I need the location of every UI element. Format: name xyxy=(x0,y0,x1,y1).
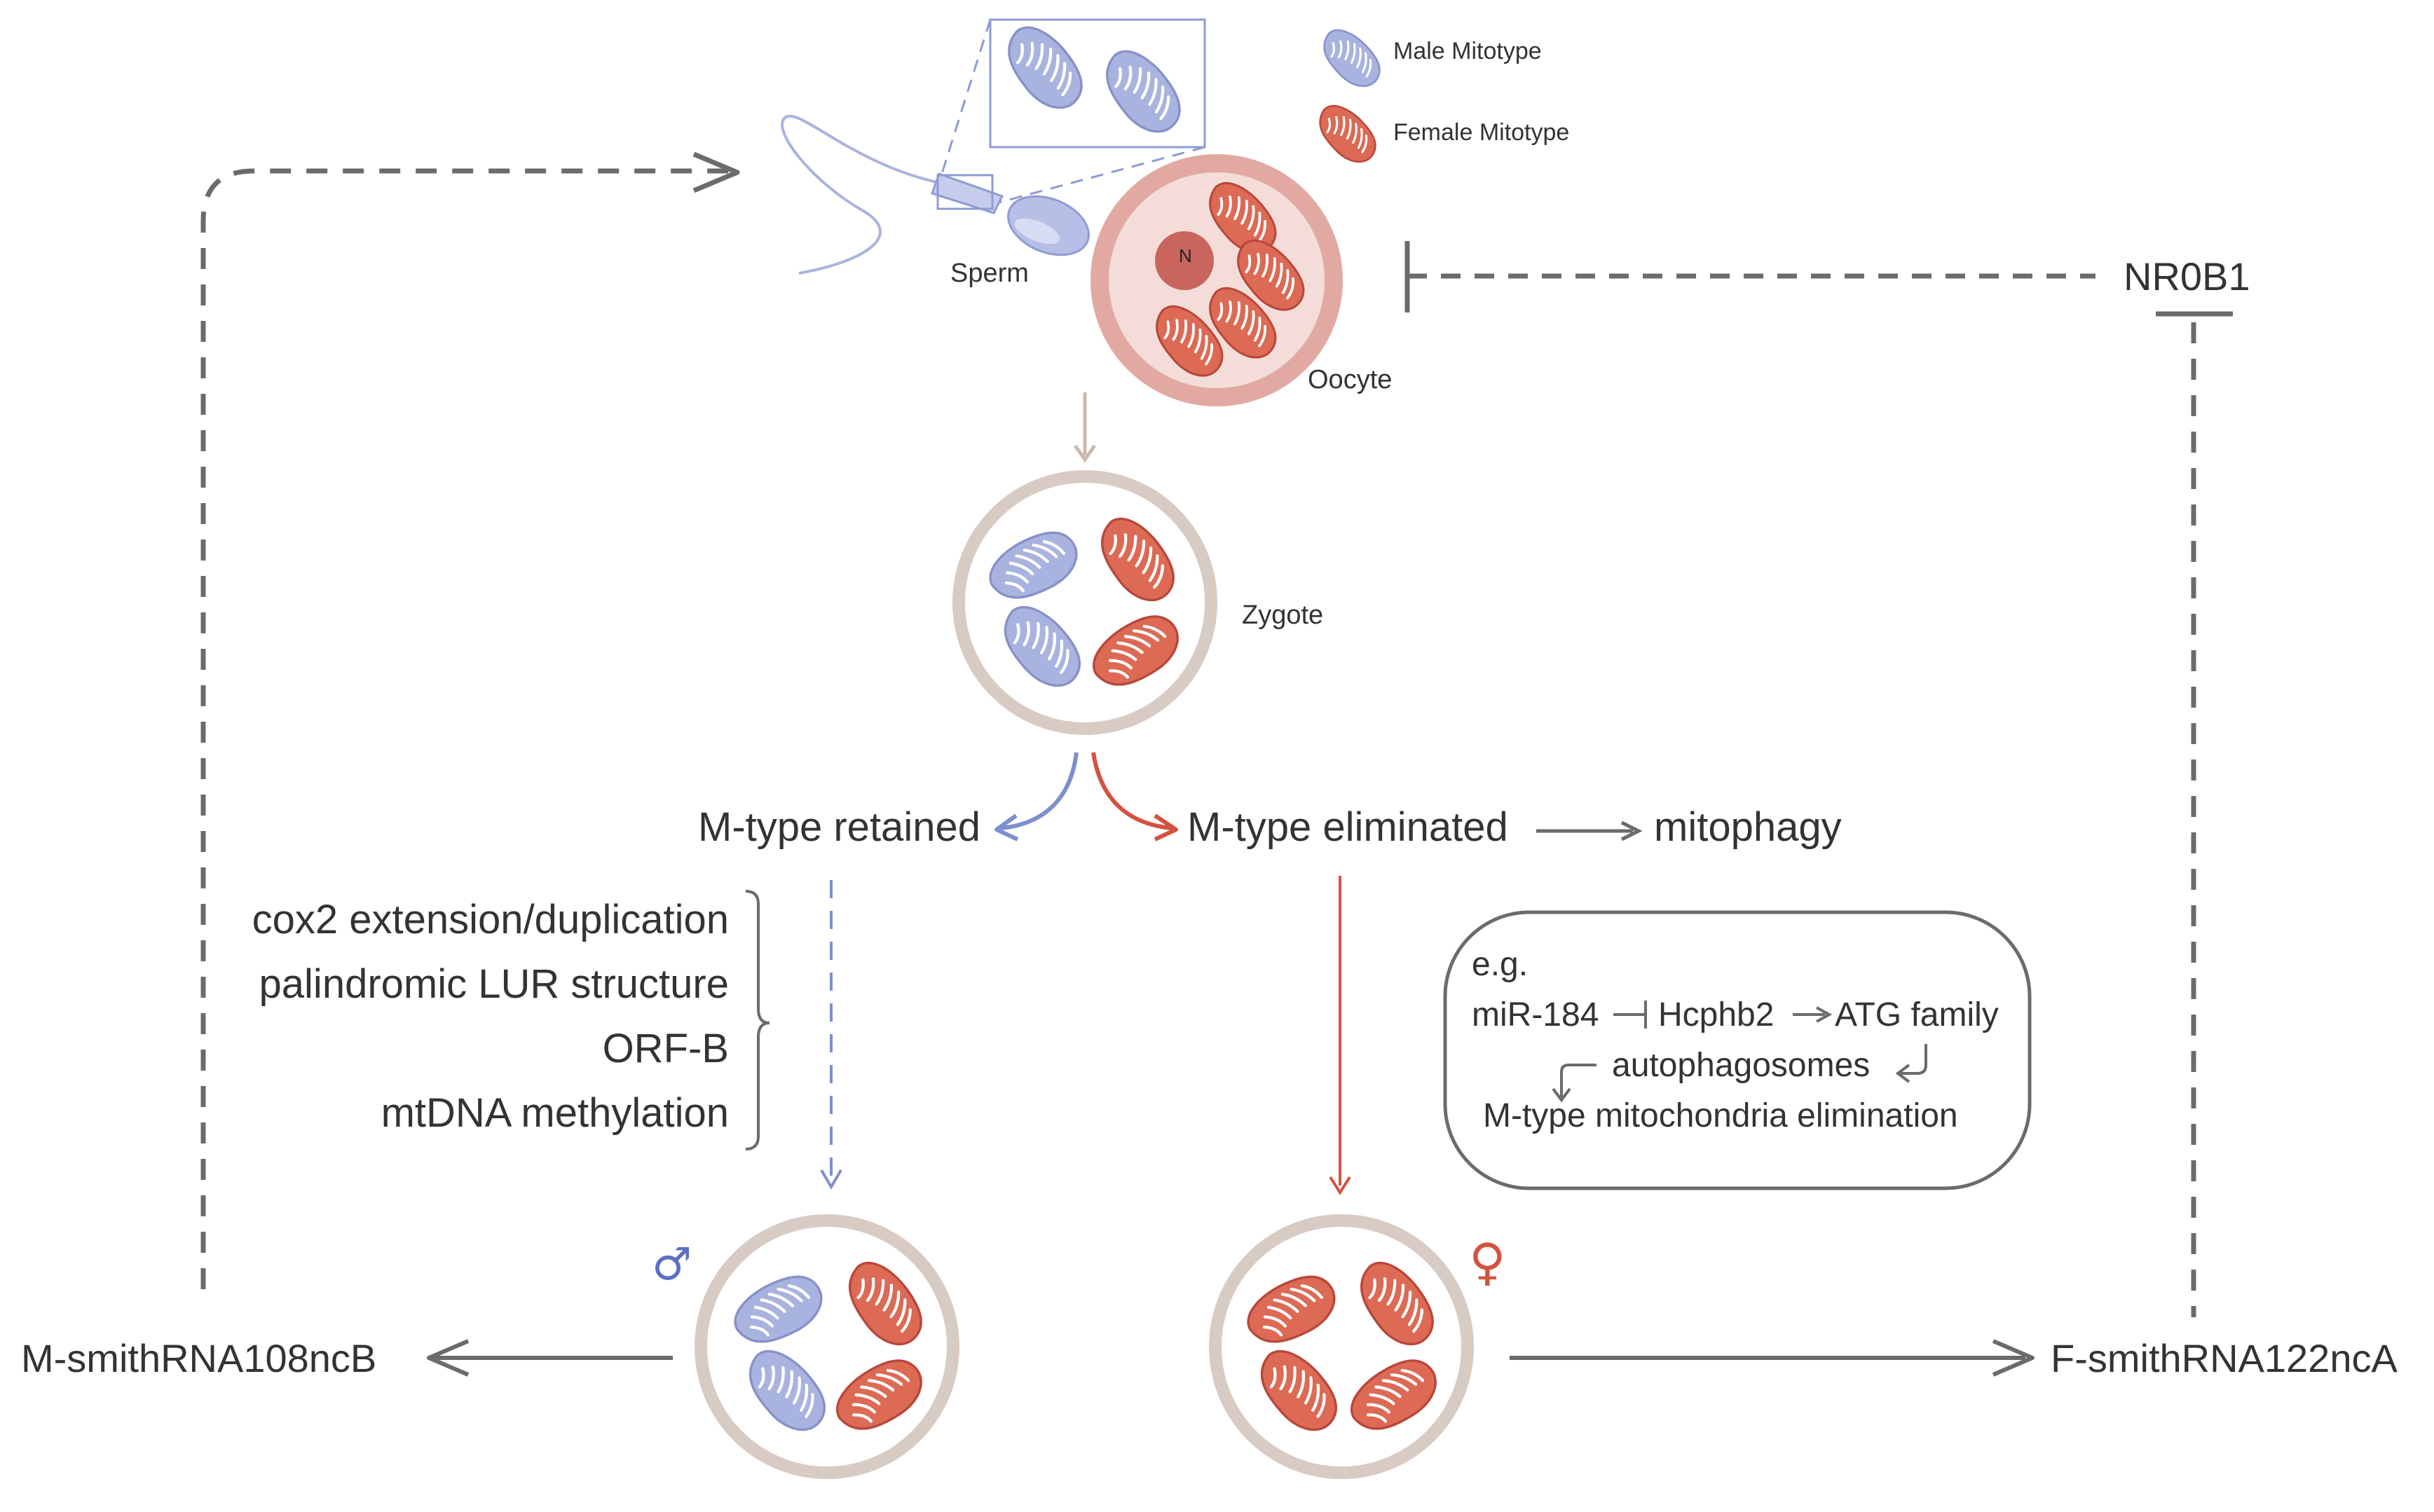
zoom-line-top xyxy=(939,19,992,179)
sperm-label: Sperm xyxy=(950,259,1029,288)
sperm-icon xyxy=(781,114,1090,275)
retained-branch-arrow xyxy=(1000,752,1079,830)
zygote-label: Zygote xyxy=(1242,600,1323,630)
autophagosome-to-elimination-arrowhead xyxy=(1552,1087,1571,1103)
legend-male-label: Male Mitotype xyxy=(1393,38,1542,64)
inset-male-mitochondrion-icon-1 xyxy=(992,21,1098,116)
atg-family-label: ATG family xyxy=(1835,996,1999,1033)
autophagosome-to-elimination-arrow xyxy=(1560,1064,1597,1097)
f-smithrna-label: F-smithRNA122ncA xyxy=(2051,1336,2398,1380)
sperm-zoom-inset xyxy=(989,18,1206,149)
fertilization-arrowhead xyxy=(1073,444,1097,463)
male-symbol: ♂ xyxy=(652,1239,692,1291)
example-box xyxy=(1443,910,2032,1190)
eliminated-branch-arrowhead xyxy=(1154,813,1178,841)
female-offspring-cell xyxy=(1209,1214,1474,1479)
legend-female-label: Female Mitotype xyxy=(1393,119,1569,146)
feature-cox2: cox2 extension/duplication xyxy=(252,897,729,942)
male-offspring-cell xyxy=(695,1214,959,1479)
eliminated-to-female-arrowhead xyxy=(1329,1176,1351,1195)
example-eg-label: e.g. xyxy=(1472,946,1528,983)
legend-female-mitochondrion-icon xyxy=(1308,100,1386,169)
male-to-smithrna-arrowhead xyxy=(427,1339,470,1377)
nucleus-label: N xyxy=(1179,245,1192,266)
legend-male-mitochondrion-icon xyxy=(1313,25,1390,93)
hcphb2-label: Hcphb2 xyxy=(1658,996,1774,1033)
male-feedback-dashed-arrow xyxy=(200,168,729,1289)
retained-to-male-arrowhead xyxy=(820,1169,842,1190)
autophagosomes-label: autophagosomes xyxy=(1612,1047,1870,1084)
m-type-eliminated-label: M-type eliminated xyxy=(1187,804,1508,850)
atg-to-autophagosome-arrow xyxy=(1901,1044,1927,1075)
retained-branch-arrowhead xyxy=(994,813,1019,841)
features-brace xyxy=(745,890,770,1150)
hcphb2-to-atg-arrowhead xyxy=(1816,1006,1833,1023)
zoom-line-bottom xyxy=(990,146,1205,206)
feature-palindromic-lur: palindromic LUR structure xyxy=(259,961,729,1007)
female-to-smithrna-arrowhead xyxy=(1992,1339,2035,1377)
eliminated-branch-arrow xyxy=(1091,752,1172,830)
male-feedback-arrowhead xyxy=(692,151,740,193)
female-symbol: ♀ xyxy=(1469,1232,1506,1291)
mitophagy-label: mitophagy xyxy=(1654,804,1842,850)
oocyte-label: Oocyte xyxy=(1308,365,1392,394)
feature-mtdna-methylation: mtDNA methylation xyxy=(381,1090,729,1136)
feature-orf-b: ORF-B xyxy=(603,1026,729,1071)
mitophagy-arrowhead xyxy=(1620,820,1643,841)
atg-to-autophagosome-arrowhead xyxy=(1895,1064,1910,1083)
m-type-retained-label: M-type retained xyxy=(698,804,980,850)
zygote-cell xyxy=(952,470,1217,735)
mir-184-label: miR-184 xyxy=(1472,996,1599,1033)
m-smithrna-label: M-smithRNA108ncB xyxy=(21,1336,376,1380)
nr0b1-label: NR0B1 xyxy=(2124,254,2250,298)
inset-male-mitochondrion-icon-2 xyxy=(1090,45,1196,140)
elimination-label: M-type mitochondria elimination xyxy=(1483,1097,1958,1134)
